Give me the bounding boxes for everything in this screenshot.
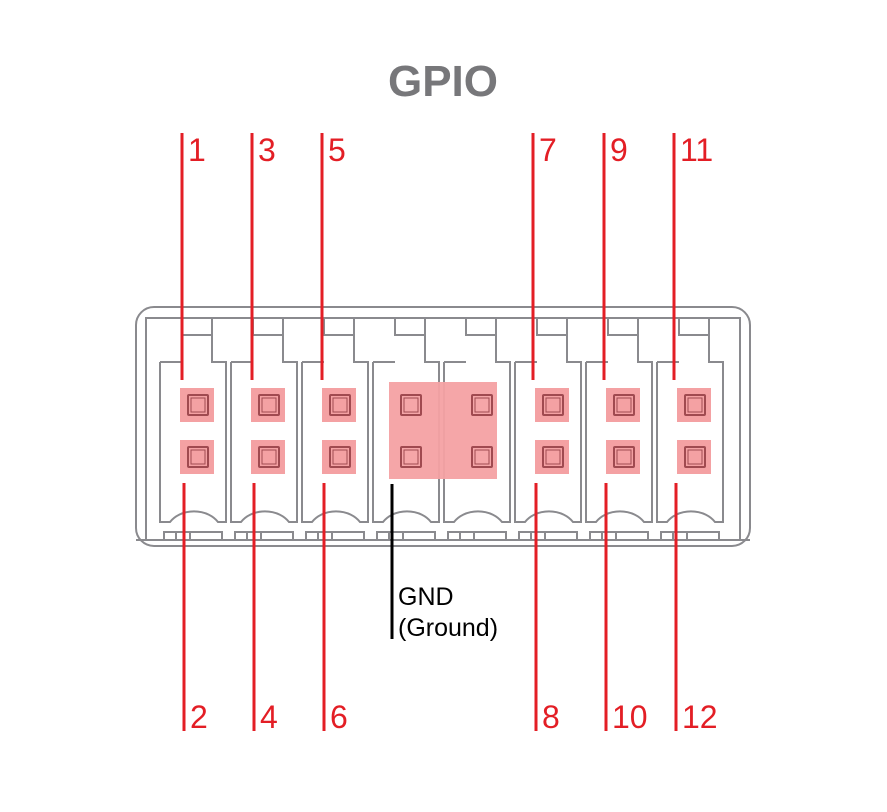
pin-contact-inner xyxy=(545,449,561,465)
pin-contact-square xyxy=(684,446,706,468)
pin-contact-square xyxy=(187,394,209,416)
pin-contact-inner xyxy=(190,449,206,465)
pin-number-bottom: 2 xyxy=(190,699,208,735)
pin-number-bottom: 8 xyxy=(542,699,560,735)
pin-contact-square xyxy=(329,446,351,468)
pin-number-top: 7 xyxy=(539,132,557,168)
connector-inner-frame xyxy=(145,317,741,540)
terminal-foot xyxy=(589,531,649,541)
terminal-foot xyxy=(305,531,365,541)
pin-contact-inner xyxy=(190,397,206,413)
pin-contact-inner xyxy=(261,397,277,413)
connector-outer-frame xyxy=(135,306,751,547)
pin-number-top: 11 xyxy=(680,132,713,168)
pin-contact-inner xyxy=(403,449,419,465)
pin-contact-inner xyxy=(687,397,703,413)
pin-number-top: 3 xyxy=(258,132,276,168)
terminal-foot xyxy=(447,531,507,541)
pin-contact-inner xyxy=(616,397,632,413)
pin-contact-square xyxy=(400,394,422,416)
pin-number-top: 5 xyxy=(328,132,346,168)
pin-contact-square xyxy=(613,446,635,468)
diagram-title: GPIO xyxy=(388,57,498,106)
pin-contact-square xyxy=(400,446,422,468)
pin-number-bottom: 10 xyxy=(612,699,648,735)
pin-contact-inner xyxy=(474,449,490,465)
terminal-slot xyxy=(301,318,369,523)
pin-contact-square xyxy=(258,394,280,416)
pin-labels: 1 3 5 7 9 11 2 4 6 8 10 12 xyxy=(180,132,718,735)
pin-contact-inner xyxy=(403,397,419,413)
pin-contact-square xyxy=(329,394,351,416)
pin-contact-inner xyxy=(474,397,490,413)
pin-number-bottom: 4 xyxy=(260,699,278,735)
gnd-callout: GND (Ground) xyxy=(390,484,498,642)
pin-contact-square xyxy=(542,446,564,468)
terminal-foot xyxy=(234,531,294,541)
pin-contact-square xyxy=(542,394,564,416)
gnd-label: GND xyxy=(398,583,454,611)
pin-contact-inner xyxy=(616,449,632,465)
pin-contact-inner xyxy=(687,449,703,465)
pin-pads xyxy=(180,382,711,479)
pin-contact-square xyxy=(684,394,706,416)
terminal-foot xyxy=(518,531,578,541)
pin-contact-square xyxy=(471,394,493,416)
terminal-foot xyxy=(163,531,223,541)
pin-contact-square xyxy=(471,446,493,468)
pin-contact-square xyxy=(258,446,280,468)
pin-number-top: 9 xyxy=(610,132,628,168)
pin-number-bottom: 12 xyxy=(682,699,718,735)
pin-number-bottom: 6 xyxy=(330,699,348,735)
pin-number-top: 1 xyxy=(188,132,206,168)
pin-contact-inner xyxy=(332,397,348,413)
pin-contact-inner xyxy=(261,449,277,465)
terminal-slot xyxy=(443,318,511,523)
pin-contact-square xyxy=(613,394,635,416)
gnd-sublabel: (Ground) xyxy=(398,614,498,642)
terminal-slot xyxy=(372,318,440,523)
terminal-foot xyxy=(376,531,436,541)
terminal-foot xyxy=(660,531,720,541)
pin-contact-square xyxy=(187,446,209,468)
pin-contact-inner xyxy=(332,449,348,465)
pin-contact-inner xyxy=(545,397,561,413)
